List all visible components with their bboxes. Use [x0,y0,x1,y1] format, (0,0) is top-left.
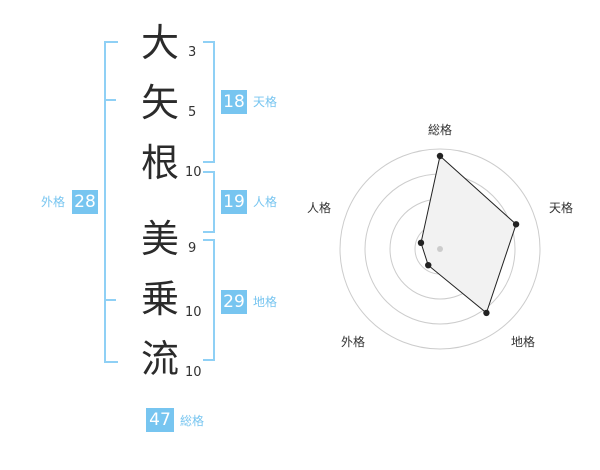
name-char-5: 乗 [140,277,179,321]
chikaku-bracket [203,239,215,361]
radar-axis-label-chikaku: 地格 [511,335,536,349]
soukaku-label: 総格 [180,414,205,428]
name-char-1: 大 [140,21,179,65]
soukaku-value: 47 [146,408,174,432]
stroke-count-5: 10 [185,305,202,320]
gaikaku-label: 外格 [41,195,66,209]
radar-area [420,155,517,314]
jinkaku-value: 19 [221,190,247,214]
radar-point-3 [483,309,490,317]
stroke-count-2: 5 [188,105,197,120]
jinkaku-label: 人格 [253,195,278,209]
radar-center-dot [437,246,443,252]
name-char-4: 美 [140,217,179,261]
tenkaku-label: 天格 [253,95,278,109]
stroke-count-6: 10 [185,365,202,380]
tenkaku-bracket [203,41,215,163]
radar-point-2 [512,221,520,228]
gaikaku-value: 28 [72,190,98,214]
name-char-2: 矢 [140,81,179,125]
radar-axis-label-gaikaku: 外格 [341,335,366,349]
stroke-count-3: 10 [185,165,202,180]
radar-axis-label-tenkaku: 天格 [549,201,574,215]
tenkaku-value: 18 [221,90,247,114]
gaikaku-bracket-tick-top [106,99,116,101]
stroke-count-4: 9 [188,241,197,256]
name-char-3: 根 [140,141,179,185]
radar-point-4 [425,261,432,269]
jinkaku-bracket [203,171,215,233]
radar-axis-label-soukaku: 総格 [428,123,453,137]
gaikaku-bracket [104,41,118,363]
radar-point-1 [436,152,444,160]
name-char-6: 流 [140,337,179,381]
stroke-count-1: 3 [188,45,197,60]
chikaku-value: 29 [221,290,247,314]
gaikaku-bracket-tick-bottom [106,299,116,301]
radar-axis-label-jinkaku: 人格 [307,201,332,215]
chikaku-label: 地格 [253,295,278,309]
radar-ring-4 [339,148,541,350]
radar-point-5 [417,239,425,247]
